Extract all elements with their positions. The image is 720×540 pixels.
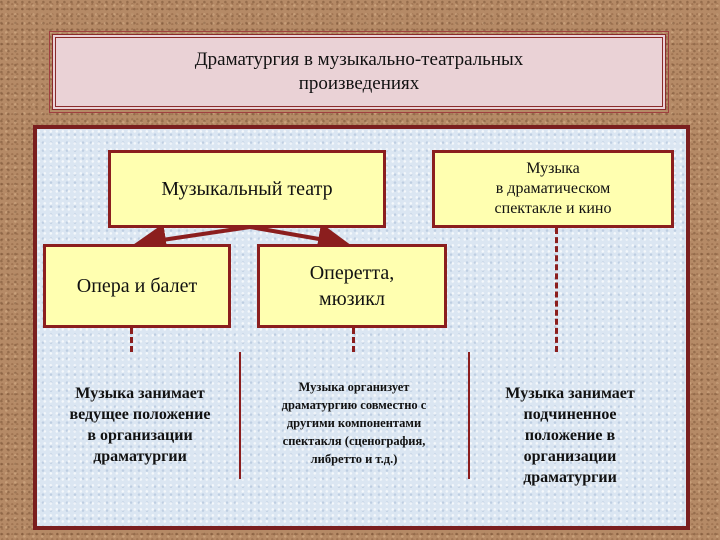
title-box: Драматургия в музыкально-театральных про… bbox=[49, 31, 669, 113]
box-operetta-musical-label: Оперетта, мюзикл bbox=[309, 262, 395, 310]
description-opera-ballet-text: Музыка занимает ведущее положение в орга… bbox=[69, 385, 211, 465]
dashed-connector-middle bbox=[352, 328, 355, 352]
description-operetta-musical-text: Музыка организует драматургию совместно … bbox=[281, 380, 427, 466]
description-music-in-drama-text: Музыка занимает подчиненное положение в … bbox=[505, 385, 635, 486]
box-music-in-drama: Музыка в драматическом спектакле и кино bbox=[432, 150, 674, 228]
dashed-connector-right bbox=[555, 228, 558, 352]
arrow-to-opera-ballet bbox=[134, 223, 251, 256]
box-musical-theatre: Музыкальный театр bbox=[108, 150, 386, 228]
arrow-to-operetta-musical bbox=[249, 223, 350, 255]
box-opera-ballet: Опера и балет bbox=[43, 244, 231, 328]
dashed-connector-left bbox=[130, 328, 133, 352]
description-opera-ballet: Музыка занимает ведущее положение в орга… bbox=[45, 362, 235, 467]
column-separator-right bbox=[468, 352, 470, 479]
box-opera-ballet-label: Опера и балет bbox=[76, 275, 198, 297]
description-music-in-drama: Музыка занимает подчиненное положение в … bbox=[472, 362, 668, 488]
box-music-in-drama-label: Музыка в драматическом спектакле и кино bbox=[494, 160, 612, 217]
diagram-title: Драматургия в музыкально-театральных про… bbox=[194, 49, 524, 94]
box-musical-theatre-label: Музыкальный театр bbox=[161, 178, 333, 200]
box-operetta-musical: Оперетта, мюзикл bbox=[257, 244, 447, 328]
description-operetta-musical: Музыка организует драматургию совместно … bbox=[245, 360, 463, 468]
column-separator-left bbox=[239, 352, 241, 479]
